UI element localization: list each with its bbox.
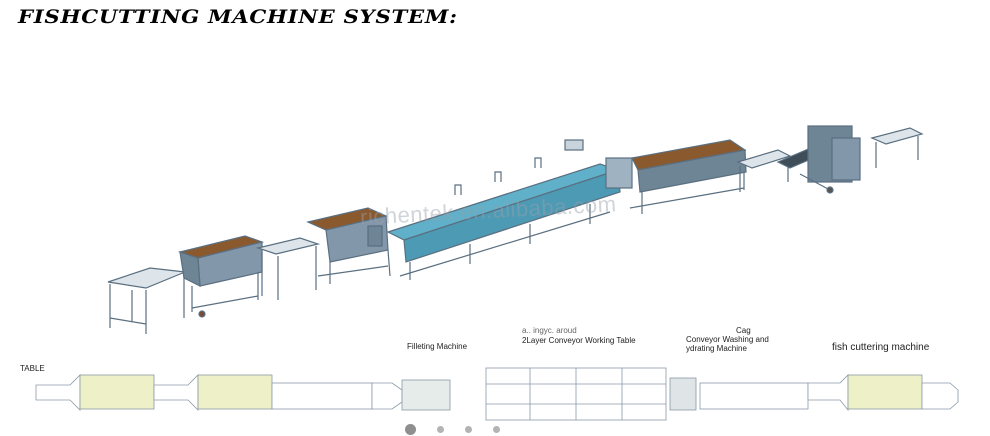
page-title: FISHCUTTING MACHINE SYSTEM: [18, 6, 458, 28]
label-conveyor-table-garbled: a.. ingyc. aroud [522, 326, 577, 335]
label-table: TABLE [20, 364, 45, 373]
table-1 [107, 267, 186, 334]
table-4 [870, 127, 924, 168]
cutting-machine [776, 125, 861, 194]
machine-2 [306, 207, 391, 284]
label-fish-cutting-machine: fish cuttering machine [832, 342, 930, 353]
label-washing-machine-line2: ydrating Machine [686, 344, 747, 353]
table-2 [255, 237, 321, 300]
label-washing-top: Caɡ [736, 326, 751, 335]
carousel-dot-2[interactable] [437, 426, 444, 433]
carousel-dot-1[interactable] [405, 424, 416, 435]
carousel-dot-4[interactable] [493, 426, 500, 433]
label-filleting-machine: Filleting Machine [407, 342, 468, 351]
label-conveyor-working-table: 2Layer Conveyor Working Table [522, 336, 636, 345]
washing-machine [605, 139, 747, 214]
plan-view [35, 367, 959, 421]
carousel-dot-3[interactable] [465, 426, 472, 433]
machine-1 [177, 235, 265, 318]
label-washing-machine-line1: Conveyor Washing and [686, 335, 769, 344]
carousel-dots [405, 424, 500, 435]
